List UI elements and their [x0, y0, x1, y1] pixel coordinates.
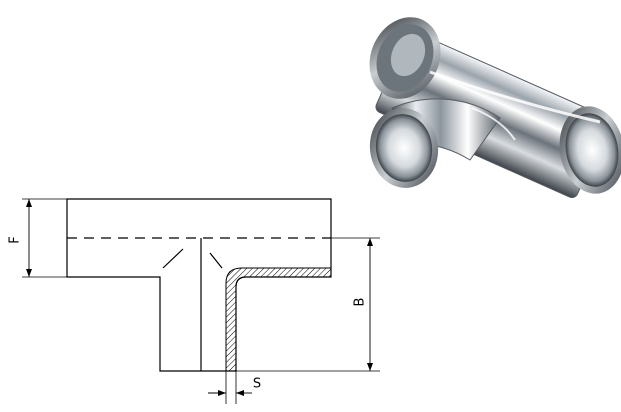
tee-photo-highlight: [471, 107, 516, 141]
tee-photo-run-opening: [559, 106, 621, 194]
dimension-f-label: F: [8, 236, 23, 243]
dimension-b-label: B: [353, 298, 368, 307]
tee-photo-branch-opening: [369, 108, 439, 188]
intersection-line-left: [162, 248, 184, 269]
dimension-b: [236, 237, 380, 372]
tee-photo-highlight: [429, 70, 601, 124]
section-wall: [225, 267, 332, 372]
dimension-f: [22, 198, 67, 278]
dimension-s-label: S: [253, 377, 261, 392]
tee-drawing: [22, 198, 380, 404]
tee-photo-back-opening: [369, 17, 441, 99]
tee-outline: [66, 198, 332, 372]
dimension-s: [208, 371, 252, 404]
tee-photo: [369, 17, 621, 199]
intersection-line-right: [209, 252, 223, 269]
